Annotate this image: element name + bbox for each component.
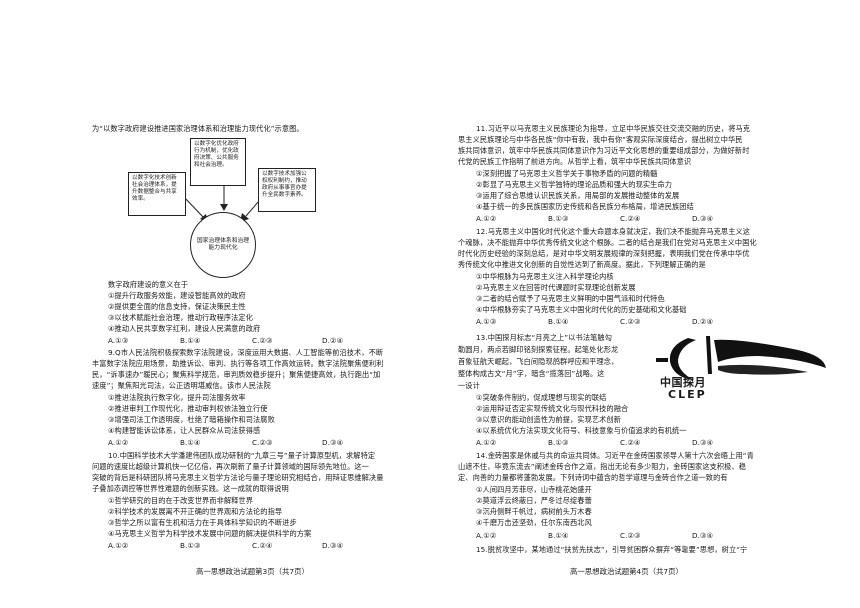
q15-line: 15.脱贫攻坚中，某地通过“扶贫先扶志”，引导贫困群众摒弃“等靠要”思想，树立“… — [476, 545, 748, 554]
q12-choice-c: C.②③ — [620, 317, 641, 326]
left-page-footer: 高一思想政治试题第3页（共7页） — [196, 567, 309, 576]
q10-choice-b: B.①③ — [180, 541, 201, 550]
diagram-center-circle: 国家治理体系和治理能力现代化 — [190, 212, 256, 278]
q13-option: ③以意识的能动创造性为前提，实现艺术创新 — [476, 415, 622, 424]
q13-option: ②运用辩证否定实现传统文化与现代科技的融合 — [476, 404, 629, 413]
q14-line: 山遮不住，毕竟东流去”阐述金砖合作之道，指出无论有多少阻力，金砖国家这支积极、稳 — [458, 462, 747, 471]
q8-choice-c: C.②③ — [252, 336, 273, 345]
q8-choice-d: D.②④ — [322, 336, 344, 345]
q14-choice-c: C.②③ — [620, 531, 641, 540]
q13-choice-b: B.①③ — [548, 438, 569, 447]
q14-choice-b: B.①④ — [548, 531, 569, 540]
q10-line: 10.中国科学技术大学潘建伟团队成功研制的“九章三号”量子计算原型机，求解特定 — [108, 451, 376, 460]
q11-option: ①深刻把握了马克思主义哲学关于事物矛盾的问题的精髓 — [476, 169, 658, 178]
q14-option: ③沉舟侧畔千帆过，病树前头万木春 — [476, 507, 592, 516]
q11-choice-d: D.③④ — [692, 214, 714, 223]
q8-choice-a: A.①③ — [108, 336, 129, 345]
q8-option: ②提供更全面的信息支持，保证决策民主性 — [108, 302, 246, 311]
q13-choice-a: A.①② — [476, 438, 497, 447]
q14-choice-d: D.③④ — [692, 531, 714, 540]
q8-option: ③以技术赋能社会治理，推动行政程序法定化 — [108, 313, 254, 322]
q9-line: 民，“诉事速办”暖民心；聚焦科学规范，审判质效稳步提升；聚焦便捷高效，执行跑出“… — [92, 370, 381, 379]
q8-stem: 数字政府建设的意义在于 — [108, 280, 189, 289]
q12-option: ④中华根脉夯实了马克思主义中国化时代化的历史基础和文化基础 — [476, 305, 687, 314]
q11-choice-a: A.①② — [476, 214, 497, 223]
q10-choice-d: D.③④ — [322, 541, 344, 550]
q11-option: ④基于统一的多民族国家历史传统和各民族分布格局，增进民族团结 — [476, 202, 694, 211]
q9-option: ①推进法院执行数字化，提升司法服务效率 — [108, 393, 246, 402]
q14-choice-a: A.①② — [476, 531, 497, 540]
q10-line: 子叠加态调控等世界性难题的创新实践。这一成就的取得说明 — [92, 484, 289, 493]
q14-line: 定、向善的力量都将蓬勃发展。下列诗词中蕴含的哲学道理与金砖合作之道一致的有 — [458, 473, 728, 482]
q10-option: ④马克思主义哲学为科学技术发展中问题的解决提供科学的方案 — [108, 529, 312, 538]
q10-option: ②科学技术的发展离不开正确的世界观和方法论的指导 — [108, 507, 283, 516]
q10-choice-a: A.①② — [108, 541, 129, 550]
q12-line: 秀传统文化中推进文化创新的自觉性达到了新高度。据此，下列理解正确的是 — [458, 260, 706, 269]
q9-choice-a: A.①② — [108, 438, 129, 447]
q8-option: ④推动人民共享数字红利，建设人民满意的政府 — [108, 324, 261, 333]
q9-line: 丰富数字法院应用场景，助推诉讼、审判、执行等各项工作高效运转。数字法院聚焦便利利 — [92, 359, 384, 368]
q9-choice-b: B.①④ — [180, 438, 201, 447]
q10-option: ③哲学之所以富有生机和活力在于具体科学知识的不断进步 — [108, 518, 297, 527]
right-page: 11.习近平以马克思主义民族理论为指导，立足中华民族交往交流交融的历史，将马克 … — [430, 0, 860, 608]
q13-line: 勒圆月，两点若脚印铭刻探索征程。起笔处化形龙 — [458, 345, 619, 354]
q12-line: 时代化历史经验的深刻总结，是对中华文明发展规律的深刻把握，表明我们党在传承中华优 — [458, 249, 750, 258]
q9-option: ③增强司法工作透明度，杜绝了暗箱操作和司法腐败 — [108, 415, 275, 424]
q11-choice-c: C.②④ — [620, 214, 641, 223]
q11-line: 11.习近平以马克思主义民族理论为指导，立足中华民族交往交流交融的历史，将马克 — [476, 124, 751, 133]
q14-option: ④千磨万击还坚劲，任尔东南西北风 — [476, 518, 592, 527]
q13-line: 首象征航天崛起，飞白间隐现鸽群呼应和平理念， — [458, 357, 619, 366]
q14-option: ①人间四月芳菲尽，山寺桃花始盛开 — [476, 485, 592, 494]
q7-intro: 为“以数字政府建设推进国家治理体系和治理能力现代化”示意图。 — [92, 124, 304, 133]
q12-line: 12.马克思主义中国化时代化这个重大命题本身就决定，我们决不能抛弃马克思主义这 — [476, 227, 751, 236]
right-page-footer: 高一思想政治试题第4页（共7页） — [570, 567, 683, 576]
diagram-right-box: 以数字技术加强公权权利制约，推动政府从事事官办提升全民数字素养。 — [258, 168, 316, 212]
q9-line: 速度”；聚焦阳光司法，公正透明堪威信。该市人民法院 — [92, 381, 271, 390]
diagram-left-box: 以数字化技术创新社会治理体系，提升数据整合与共享效率。 — [128, 172, 186, 216]
q12-option: ③二者的结合赋予了马克思主义鲜明的中国气派和时代特色 — [476, 294, 665, 303]
q13-line: 整体构成古文“月”字，暗含“揽落回”战略。这 — [458, 369, 605, 378]
diagram-top-box: 以数字化优化政府行为机制，优化政府决策、公共服务和社会治理。 — [190, 138, 246, 186]
logo-english-text: CLEP — [668, 388, 707, 401]
q13-option: ①突破条件制约，促成理想与现实的联结 — [476, 393, 607, 402]
q8-option: ①提升行政服务效能，建设智能高效的政府 — [108, 291, 246, 300]
q12-option: ①中华根脉为马克思主义注入科学理论内核 — [476, 272, 614, 281]
q13-line: 13.中国探月标志“月亮之上”以书法笔触勾 — [476, 333, 612, 342]
q10-choice-c: C.②④ — [252, 541, 273, 550]
q9-option: ④构建智能诉讼体系，让人民群众从司法获得感 — [108, 426, 261, 435]
q8-choice-b: B.①④ — [180, 336, 201, 345]
q9-option: ②推进审判工作现代化，推动审判权依法独立行使 — [108, 404, 268, 413]
q14-option: ②莫道浮云终蔽日，严冬过尽绽春蕾 — [476, 496, 592, 505]
q13-choice-c: C.②④ — [620, 438, 641, 447]
q13-option: ④以系统优化方法实现文化符号、科技意象与价值追求的有机统一 — [476, 426, 687, 435]
q11-line: 思主义民族理论与中华各民族“你中有我，我中有你”客观实际深度结合，提出树立中华民 — [458, 135, 743, 144]
q12-line: 个魂脉，决不能抛弃中华优秀传统文化这个根脉。二者的结合是我们在党对马克思主义中国… — [458, 238, 757, 247]
q10-line: 问题的速度比超级计算机快一亿亿倍，再次刷新了量子计算领域的国际领先地位。这一 — [92, 462, 369, 471]
logo-chinese-text: 中国探月 — [660, 376, 706, 389]
q12-choice-b: B.①④ — [548, 317, 569, 326]
q9-choice-c: C.②③ — [252, 438, 273, 447]
q14-line: 14.金砖国家是休戚与共的命运共同体。习近平在金砖国家领导人第十六次会晤上用“青 — [476, 451, 754, 460]
q13-line: 一设计 — [458, 381, 480, 390]
q9-line: 9.Q市人民法院积极探索数字法院建设，深度运用大数据、人工智能等前沿技术，不断 — [108, 348, 384, 357]
q11-line: 代党的民族工作指明了前进方向。从哲学上看，筑牢中华民族共同体意识 — [458, 157, 692, 166]
q11-option: ②彰显了马克思主义哲学独特的理论品质和强大的现实生命力 — [476, 180, 673, 189]
q11-line: 族共同体意识，筑牢中华民族共同体意识作为习近平文化思想的重要组成部分，为做好新时 — [458, 146, 750, 155]
q9-choice-d: D.③④ — [322, 438, 344, 447]
q12-option: ②马克思主义在回答时代课题时实现理论创新发展 — [476, 283, 636, 292]
q12-choice-d: D.②④ — [692, 317, 714, 326]
q13-choice-d: D.③④ — [692, 438, 714, 447]
q10-line: 突破的背后是科研团队将马克思主义哲学方法论与量子理论研究相结合，用辩证思维解决量 — [92, 473, 384, 482]
q12-choice-a: A.①③ — [476, 317, 497, 326]
moon-calligraphy-logo — [656, 336, 826, 380]
left-page: 为“以数字政府建设推进国家治理体系和治理能力现代化”示意图。 以数字化优化政府行… — [92, 124, 384, 576]
q11-option: ③运用了综合思维认识民族关系，用局部的发展推动整体的发展 — [476, 191, 680, 200]
q10-option: ①哲学研究的目的在于改变世界而非解释世界 — [108, 496, 254, 505]
q11-choice-b: B.①③ — [548, 214, 569, 223]
